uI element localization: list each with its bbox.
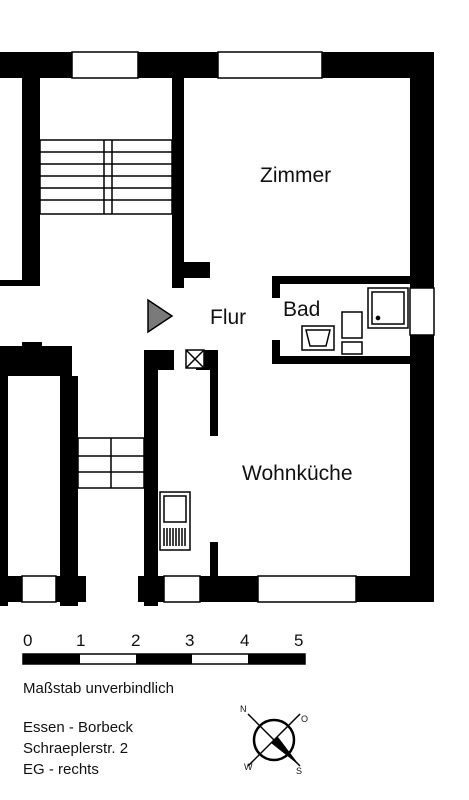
room-label-flur: Flur: [210, 306, 246, 329]
staircase-lower: [77, 437, 145, 489]
scale-bar: 0 1 2 3 4 5 Maßstab unverbindlich: [22, 631, 306, 697]
scale-tick-2: 2: [131, 631, 140, 650]
window-bottom-kitchen: [257, 575, 357, 603]
address-line-1: Essen - Borbeck: [23, 719, 134, 736]
scale-tick-1: 1: [76, 631, 85, 650]
windows: [21, 51, 435, 603]
room-label-bad: Bad: [283, 298, 320, 321]
scale-tick-5: 5: [294, 631, 303, 650]
address-block: Essen - Borbeck Schraeplerstr. 2 EG - re…: [23, 719, 134, 778]
room-label-wohnkueche: Wohnküche: [242, 462, 353, 485]
compass-n: N: [240, 704, 247, 714]
walls: [0, 52, 434, 606]
scale-note: Maßstab unverbindlich: [23, 680, 174, 697]
bathroom-fixtures: [301, 287, 409, 355]
shower-icon: [367, 287, 409, 329]
compass-s: S: [296, 766, 302, 776]
scale-tick-0: 0: [23, 631, 32, 650]
staircase-upper: [39, 139, 173, 215]
kitchen-sink-icon: [159, 491, 191, 551]
window-top-stair: [71, 51, 139, 79]
window-bottom-left: [21, 575, 57, 603]
toilet-icon: [341, 311, 363, 355]
scale-tick-4: 4: [240, 631, 249, 650]
window-bottom-kitchen-small: [163, 575, 201, 603]
address-line-3: EG - rechts: [23, 761, 99, 778]
entry-arrow-icon: [147, 298, 174, 334]
compass-o: O: [301, 714, 308, 724]
window-top-zimmer: [217, 51, 323, 79]
scale-tick-3: 3: [185, 631, 194, 650]
washbasin-icon: [301, 325, 335, 351]
compass-icon: N O S W: [240, 704, 308, 776]
compass-w: W: [244, 762, 253, 772]
window-right-bad: [409, 287, 435, 336]
room-label-zimmer: Zimmer: [260, 164, 331, 187]
shaft-icon: [185, 349, 205, 369]
address-line-2: Schraeplerstr. 2: [23, 740, 128, 757]
